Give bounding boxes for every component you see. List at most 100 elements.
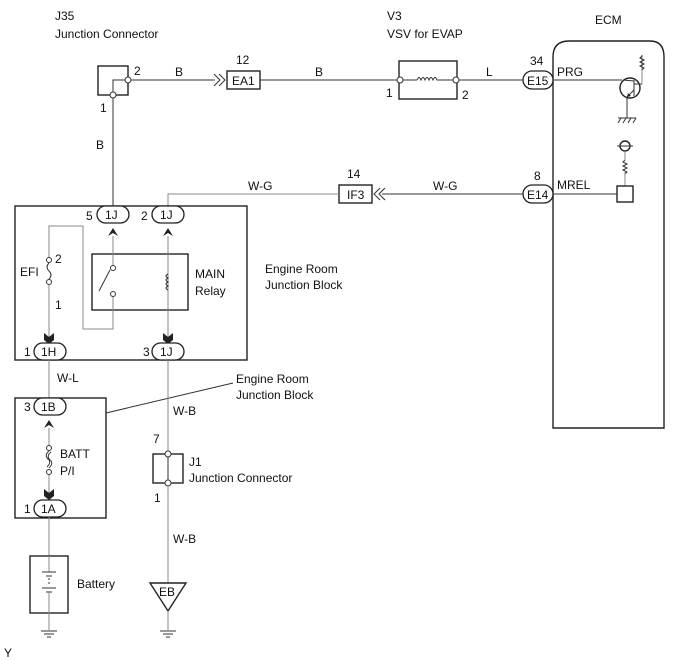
efi-fuse-terminal — [46, 279, 52, 285]
j1-id: J1 — [189, 455, 202, 469]
conn-1-1h-label: 1H — [41, 345, 56, 359]
conn-3-1b-pin: 3 — [24, 400, 31, 414]
j35-name: Junction Connector — [55, 27, 158, 41]
if3-pin: 14 — [347, 167, 361, 181]
female-connector-icon — [373, 187, 386, 201]
erjb-upper-name-1: Engine Room — [265, 262, 338, 276]
v3-name: VSV for EVAP — [387, 27, 463, 41]
efi-pin-1: 1 — [55, 298, 62, 312]
relay-contact — [110, 265, 116, 271]
j1-name: Junction Connector — [189, 471, 292, 485]
j1-terminal — [164, 450, 172, 458]
wire-color-ea1-v3: B — [315, 65, 323, 79]
j1-terminal — [164, 479, 172, 487]
j1-pin-7: 7 — [153, 432, 160, 446]
wire-color-j35-down: B — [96, 138, 104, 152]
ground-point-eb — [148, 582, 188, 613]
conn-5-1j — [96, 205, 130, 224]
ground-eb-label: EB — [159, 585, 175, 599]
efi-fuse-label: EFI — [20, 265, 39, 279]
main-relay-box — [91, 253, 189, 311]
ground-icon — [41, 630, 57, 638]
conn-2-1j — [151, 205, 185, 224]
terminal-arrow-icon — [163, 228, 173, 236]
conn-2-1j-pin: 2 — [141, 209, 148, 223]
efi-pin-2: 2 — [55, 252, 62, 266]
efi-fuse-terminal — [46, 257, 52, 263]
v3-pin-1: 1 — [386, 86, 393, 100]
conn-3-1b — [33, 397, 67, 416]
conn-3-1j-pin: 3 — [143, 345, 150, 359]
j35-id: J35 — [55, 9, 75, 23]
terminal-arrow-icon — [108, 228, 118, 236]
ecm-signal-mrel: MREL — [557, 178, 591, 192]
wire-relay-efi — [48, 225, 114, 330]
wire-color-ecm-if3: W-G — [433, 179, 457, 193]
ea1-pin: 12 — [236, 53, 250, 67]
conn-5-1j-pin: 5 — [86, 209, 93, 223]
fusible-link-icon — [45, 450, 53, 469]
conn-1-1a-label: 1A — [41, 502, 56, 516]
fuse-icon — [46, 262, 52, 280]
j1-pin-1: 1 — [154, 491, 161, 505]
conn-1-1h — [33, 342, 67, 361]
fusible-link-label-1: BATT — [60, 447, 90, 461]
main-relay-label-2: Relay — [195, 284, 226, 298]
erjb-lower-name-1: Engine Room — [236, 372, 309, 386]
main-relay-label-1: MAIN — [195, 267, 225, 281]
wire-color-relay-j1: W-B — [173, 404, 196, 418]
chassis-ground-icon — [617, 117, 637, 124]
terminal-arrow-icon — [44, 420, 54, 428]
conn-1-1a-pin: 1 — [24, 502, 31, 516]
resistor-icon — [621, 159, 629, 175]
erjb-lower-name-2: Junction Block — [236, 388, 314, 402]
e14-pin: 8 — [534, 169, 541, 183]
resistor-icon — [638, 55, 646, 71]
leader-line — [105, 382, 234, 414]
vsv-solenoid — [396, 60, 460, 100]
battery-label: Battery — [77, 577, 115, 591]
battery-icon — [42, 556, 56, 630]
wire-color-if3-relay: W-G — [248, 179, 272, 193]
fusible-link-terminal — [46, 469, 52, 475]
wire-color-1h-1b: W-L — [57, 371, 79, 385]
ea1-label: EA1 — [232, 74, 255, 88]
j35-pin-1: 1 — [100, 101, 107, 115]
wire-if3-relay — [167, 193, 339, 207]
conn-1-1a — [33, 499, 67, 518]
conn-1-1h-pin: 1 — [24, 345, 31, 359]
v3-id: V3 — [387, 9, 402, 23]
e15-pin: 34 — [530, 54, 544, 68]
v3-pin-2: 2 — [462, 88, 469, 102]
e14-label: E14 — [527, 188, 549, 202]
wire-color-j1-eb: W-B — [173, 532, 196, 546]
relay-contact — [110, 291, 116, 297]
fusible-link-terminal — [46, 445, 52, 451]
relay-switch-icon — [98, 269, 111, 292]
coil-icon — [416, 77, 439, 82]
erjb-upper-name-2: Junction Block — [265, 278, 343, 292]
conn-2-1j-label: 1J — [160, 208, 173, 222]
j35-pin-2: 2 — [134, 64, 141, 78]
j35-connector — [97, 65, 132, 99]
conn-5-1j-label: 1J — [105, 208, 118, 222]
wire-color-j35-ea1: B — [175, 65, 183, 79]
wire-color-v3-ecm: L — [486, 65, 493, 79]
e15-label: E15 — [527, 74, 549, 88]
if3-label: IF3 — [347, 188, 365, 202]
erjb-upper-box — [14, 205, 248, 361]
ecm-box — [552, 40, 665, 429]
conn-3-1j-label: 1J — [160, 345, 173, 359]
mrel-driver — [616, 140, 634, 203]
ground-icon — [160, 630, 176, 638]
transistor-icon — [617, 55, 646, 124]
terminal-arrow-icon — [44, 489, 54, 500]
terminal-arrow-icon — [44, 333, 54, 344]
conn-3-1b-label: 1B — [41, 400, 56, 414]
ecm-title: ECM — [595, 13, 622, 27]
diagram-code: Y — [4, 646, 12, 660]
terminal-arrow-icon — [163, 333, 173, 344]
ecm-signal-prg: PRG — [557, 65, 583, 79]
male-connector-icon — [213, 73, 226, 87]
